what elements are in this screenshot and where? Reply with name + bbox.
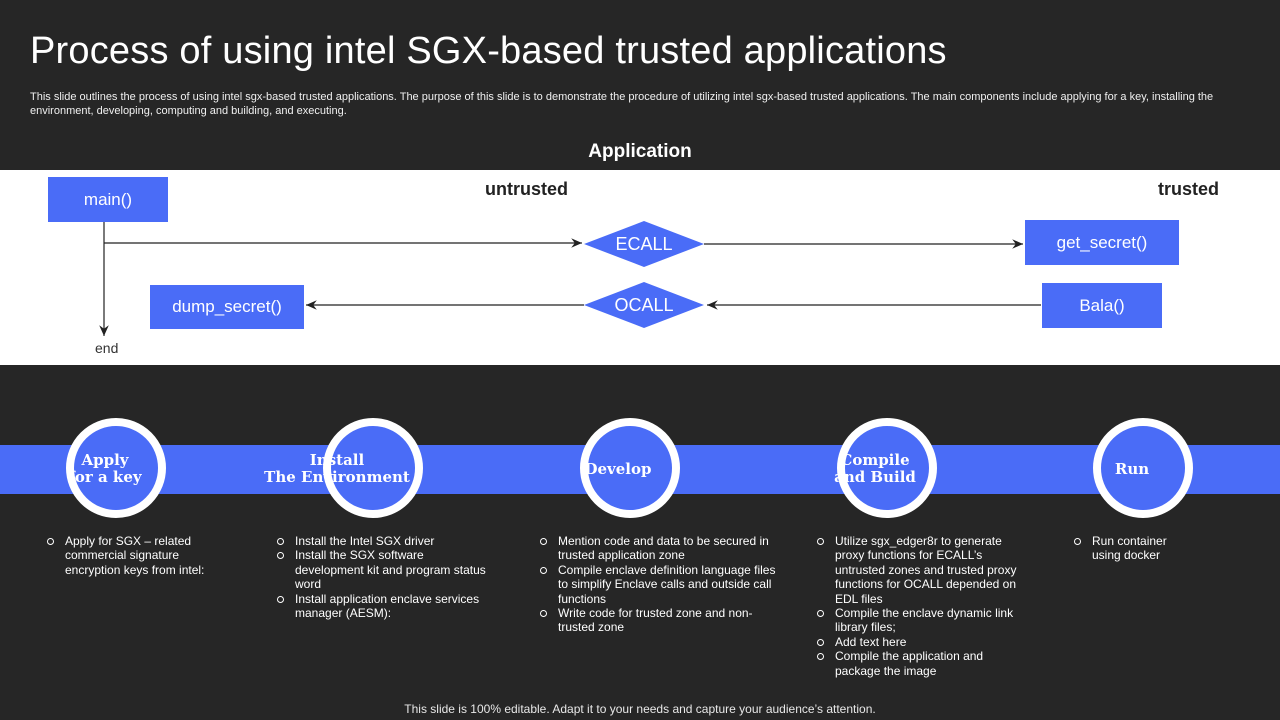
end-label: end — [95, 340, 119, 356]
diagram-connectors: ECALL OCALL — [99, 221, 1041, 336]
step-circle-2 — [323, 418, 423, 518]
step-label-apply-key: Apply for a key — [68, 451, 142, 486]
step-2-bullet-list: Install the Intel SGX driver Install the… — [277, 534, 487, 620]
step-circle-4 — [837, 418, 937, 518]
bullet-item: Write code for trusted zone and non-trus… — [540, 606, 780, 635]
bullet-item: Install the Intel SGX driver — [277, 534, 487, 548]
ocall-diamond — [584, 282, 704, 328]
ecall-label: ECALL — [615, 234, 672, 254]
step-1-bullet-list: Apply for SGX – related commercial signa… — [47, 534, 217, 577]
bullet-item: Add text here — [817, 635, 1017, 649]
step-circle-5 — [1093, 418, 1193, 518]
dump-secret-function-box: dump_secret() — [150, 285, 304, 329]
diagram-heading: Application — [588, 141, 692, 162]
step-circle-3 — [580, 418, 680, 518]
step-label-install-environment: Install The Environment — [264, 451, 410, 486]
bullet-item: Install the SGX software development kit… — [277, 548, 487, 591]
main-function-box: main() — [48, 177, 168, 222]
step-circle-1 — [66, 418, 166, 518]
bala-function-box: Bala() — [1042, 283, 1162, 328]
bullet-item: Compile the application and package the … — [817, 649, 1017, 678]
get-secret-function-box: get_secret() — [1025, 220, 1179, 265]
step-label-run: Run — [1114, 460, 1150, 478]
slide-subtitle: This slide outlines the process of using… — [30, 91, 1214, 117]
bullet-item: Apply for SGX – related commercial signa… — [47, 534, 217, 577]
step-4-bullet-list: Utilize sgx_edger8r to generate proxy fu… — [817, 534, 1017, 678]
slide-title: Process of using intel SGX-based trusted… — [30, 30, 947, 72]
step-5-bullet-list: Run container using docker — [1074, 534, 1174, 563]
step-3-bullet-list: Mention code and data to be secured in t… — [540, 534, 780, 635]
bullet-item: Mention code and data to be secured in t… — [540, 534, 780, 563]
bullet-item: Run container using docker — [1074, 534, 1174, 563]
bullet-item: Compile enclave definition language file… — [540, 563, 780, 606]
ocall-label: OCALL — [614, 295, 673, 315]
footer-note: This slide is 100% editable. Adapt it to… — [404, 702, 876, 716]
step-label-compile-build: Compile and Build — [834, 451, 916, 486]
bullet-item: Utilize sgx_edger8r to generate proxy fu… — [817, 534, 1017, 606]
application-diagram: ECALL OCALL untrusted trusted main() get… — [0, 170, 1280, 365]
bullet-item: Install application enclave services man… — [277, 592, 487, 621]
step-label-develop: Develop — [584, 460, 652, 478]
trusted-zone-label: trusted — [1158, 179, 1220, 199]
bullet-item: Compile the enclave dynamic link library… — [817, 606, 1017, 635]
ecall-diamond — [584, 221, 704, 267]
untrusted-zone-label: untrusted — [485, 179, 568, 199]
